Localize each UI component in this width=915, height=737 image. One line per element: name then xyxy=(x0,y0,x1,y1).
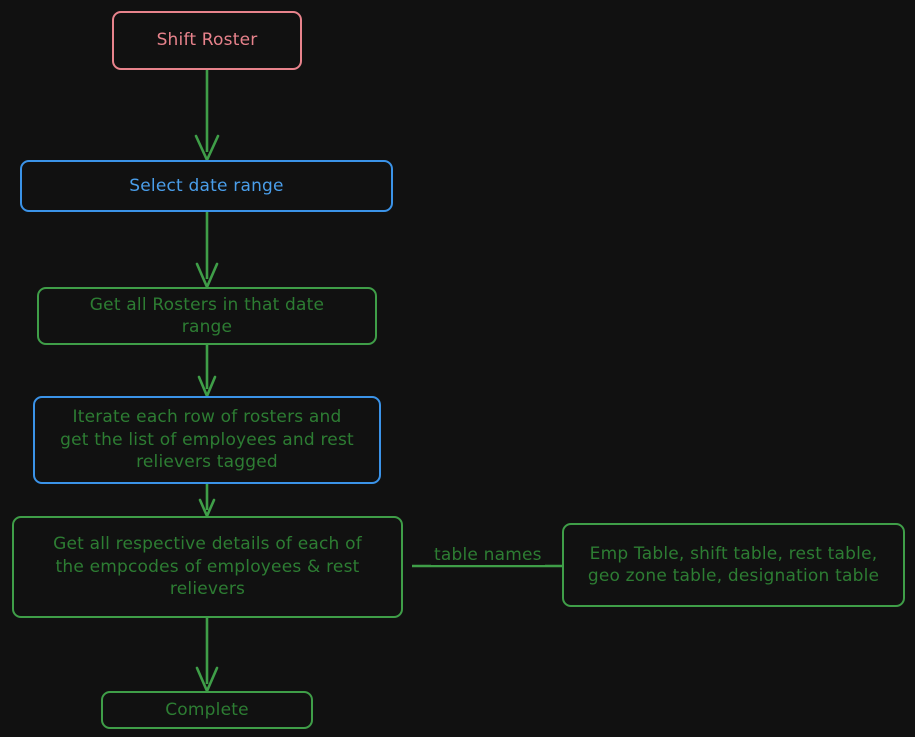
node-get-details-label: Get all respective details of each of th… xyxy=(53,534,362,600)
edge-select-date-range-to-get-all-rosters xyxy=(195,212,219,289)
node-complete-label: Complete xyxy=(165,699,249,720)
edge-get-all-rosters-to-iterate-rows xyxy=(197,345,217,398)
node-table-list[interactable]: Emp Table, shift table, rest table, geo … xyxy=(562,523,905,607)
edge-iterate-rows-to-get-details xyxy=(198,484,216,518)
node-select-date-range-label: Select date range xyxy=(129,175,284,196)
node-get-all-rosters[interactable]: Get all Rosters in that date range xyxy=(37,287,377,345)
edge-get-details-to-complete xyxy=(195,618,219,693)
edge-shift-roster-to-select-date-range xyxy=(194,70,220,162)
edge-label-table-names: table names xyxy=(431,545,545,565)
node-shift-roster-label: Shift Roster xyxy=(156,30,258,51)
node-table-list-label: Emp Table, shift table, rest table, geo … xyxy=(587,543,880,586)
node-shift-roster[interactable]: Shift Roster xyxy=(112,11,302,70)
node-select-date-range[interactable]: Select date range xyxy=(20,160,393,212)
node-get-all-rosters-label: Get all Rosters in that date range xyxy=(89,294,325,337)
node-complete[interactable]: Complete xyxy=(101,691,313,729)
node-iterate-rows-label: Iterate each row of rosters and get the … xyxy=(60,407,354,473)
node-get-details[interactable]: Get all respective details of each of th… xyxy=(12,516,403,618)
node-iterate-rows[interactable]: Iterate each row of rosters and get the … xyxy=(33,396,381,484)
